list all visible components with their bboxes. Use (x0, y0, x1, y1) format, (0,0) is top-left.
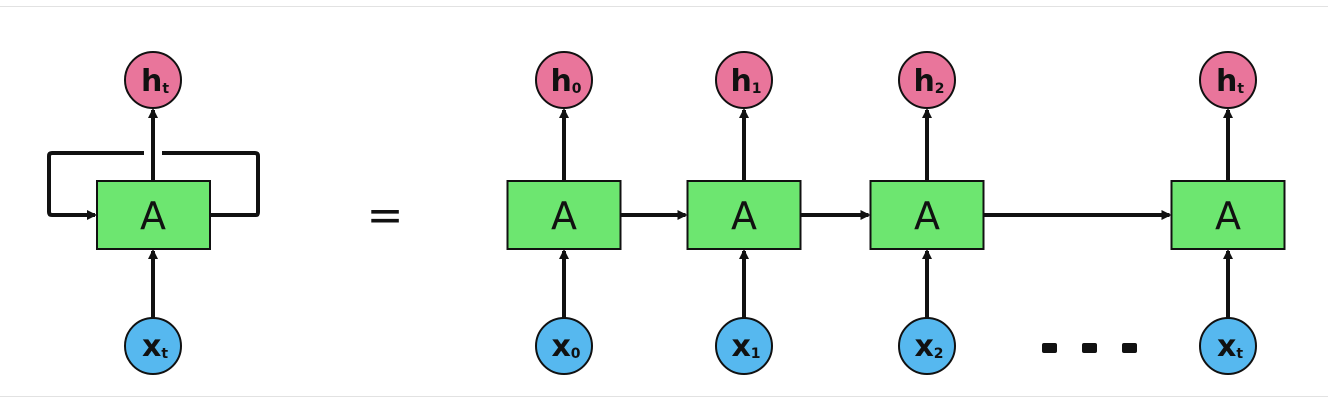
svg-text:ht: ht (141, 64, 169, 99)
rolled-cell-label: A (140, 194, 166, 238)
cell-box (506, 180, 622, 250)
cell-label: A (914, 194, 940, 238)
ellipsis-dot (1082, 343, 1097, 353)
svg-text:h0: h0 (550, 64, 581, 99)
output-sub: 0 (572, 81, 582, 97)
svg-text:ht: ht (1216, 64, 1244, 99)
svg-text:x1: x1 (731, 329, 760, 364)
input-sub: 1 (751, 346, 761, 362)
rolled-output-main: h (141, 64, 162, 99)
svg-text:x0: x0 (551, 329, 580, 364)
output-sub: t (1237, 81, 1244, 97)
rolled-output-node: ht (124, 51, 182, 109)
input-node: x1 (715, 317, 773, 375)
rolled-input-node: xt (124, 317, 182, 375)
cell-label: A (551, 194, 577, 238)
cell-box (686, 180, 802, 250)
input-sub: 0 (571, 346, 581, 362)
output-main: h (1216, 64, 1237, 99)
svg-text:h1: h1 (730, 64, 761, 99)
input-sub: t (1236, 346, 1243, 362)
ellipsis (1042, 343, 1137, 353)
output-node: h1 (715, 51, 773, 109)
svg-text:xt: xt (142, 329, 168, 364)
ellipsis-dot (1122, 343, 1137, 353)
rolled-input-main: x (142, 329, 161, 364)
input-main: x (1217, 329, 1236, 364)
rolled-cell (96, 180, 211, 250)
rolled-input-sub: t (161, 346, 168, 362)
input-main: x (551, 329, 570, 364)
input-node: xt (1199, 317, 1257, 375)
output-main: h (550, 64, 571, 99)
output-main: h (730, 64, 751, 99)
cell-box (869, 180, 985, 250)
recurrence-loop-arrow (47, 151, 260, 215)
svg-text:x2: x2 (914, 329, 943, 364)
equals-sign: = (367, 190, 404, 241)
input-node: x2 (898, 317, 956, 375)
output-sub: 2 (935, 81, 945, 97)
input-node: x0 (535, 317, 593, 375)
rolled-rnn: A ht xt (47, 51, 260, 375)
svg-text:xt: xt (1217, 329, 1243, 364)
svg-text:h2: h2 (913, 64, 944, 99)
output-main: h (913, 64, 934, 99)
rolled-output-sub: t (162, 81, 169, 97)
top-divider (0, 6, 1328, 7)
output-node: ht (1199, 51, 1257, 109)
input-sub: 2 (934, 346, 944, 362)
output-sub: 1 (752, 81, 762, 97)
input-main: x (914, 329, 933, 364)
bottom-divider (0, 396, 1328, 397)
cell-label: A (731, 194, 757, 238)
output-node: h2 (898, 51, 956, 109)
cell-box (1170, 180, 1286, 250)
cell-label: A (1215, 194, 1241, 238)
output-node: h0 (535, 51, 593, 109)
ellipsis-dot (1042, 343, 1057, 353)
input-main: x (731, 329, 750, 364)
